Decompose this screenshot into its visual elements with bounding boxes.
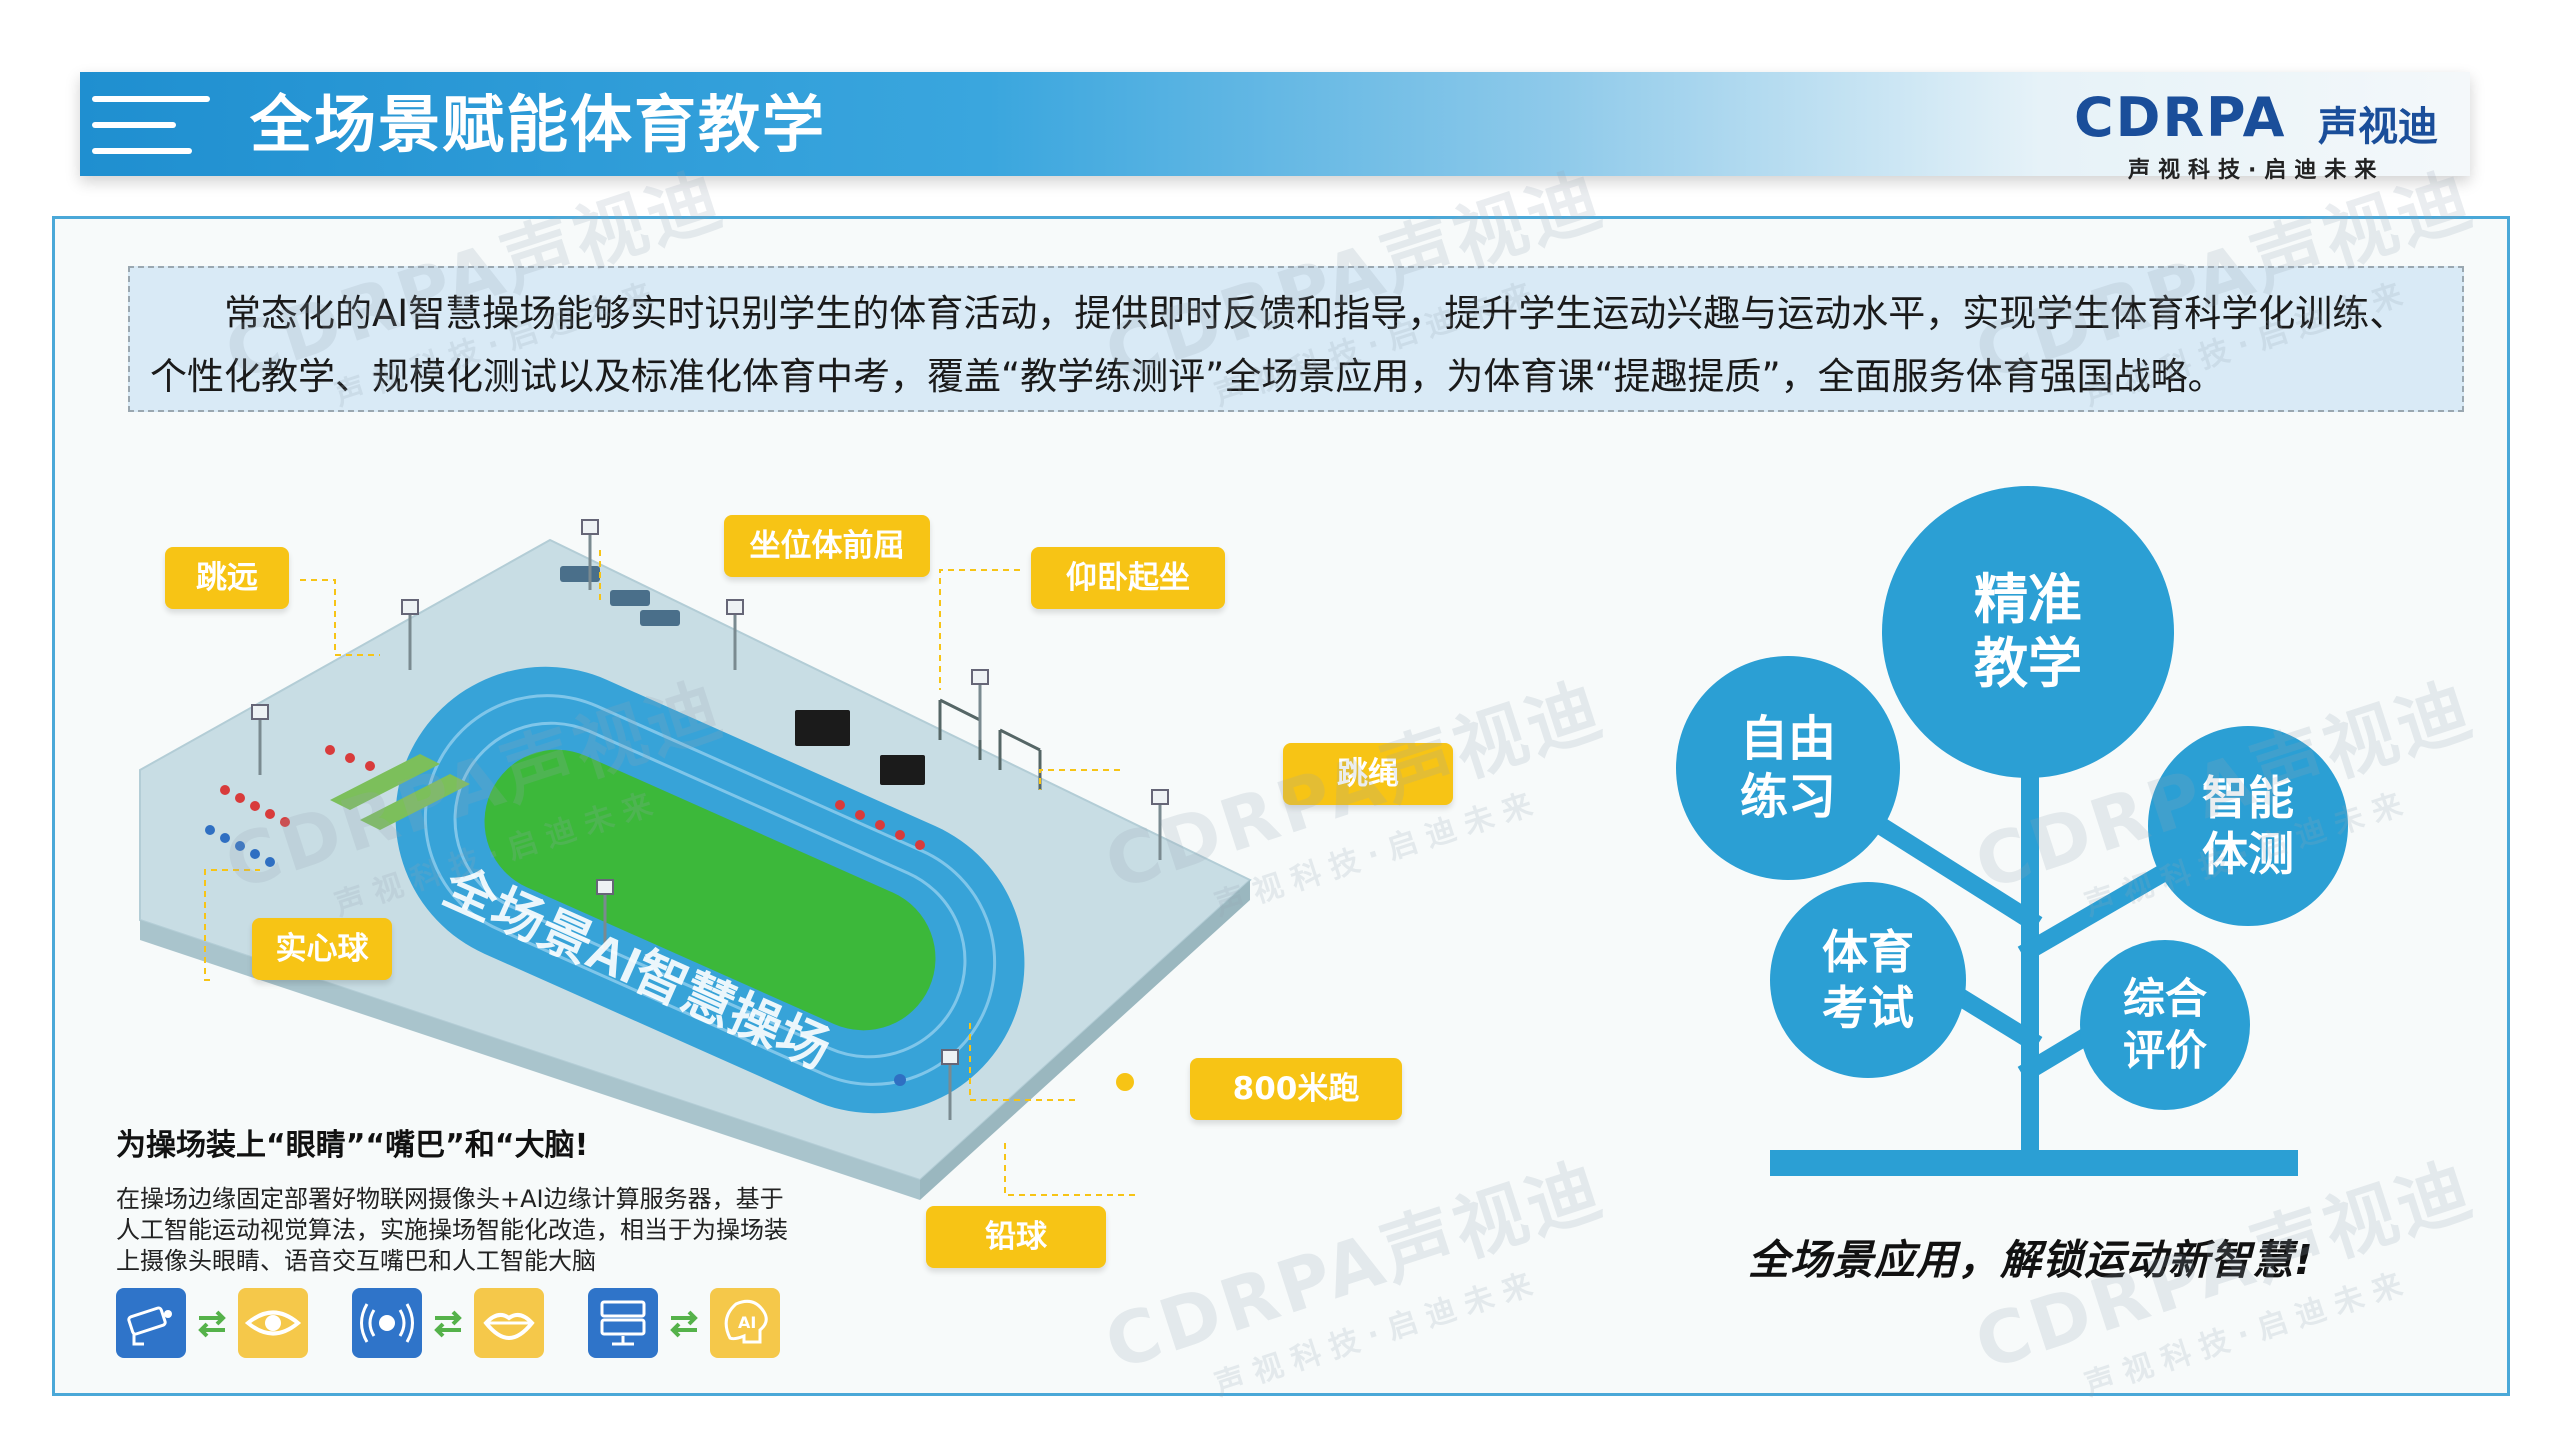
server-icon (588, 1288, 658, 1358)
callout-connectors (204, 550, 1135, 1196)
tree-ground (1770, 1150, 2298, 1176)
bubble-smart-testing: 智能体测 (2148, 726, 2348, 926)
long-jump-pits (330, 754, 470, 830)
mouth-icon (474, 1288, 544, 1358)
exchange-arrows-icon (670, 1310, 698, 1338)
smart-playground-illustration: 全场景AI智慧操场 (139, 519, 1252, 1200)
logo-chinese-name: 声视迪 (2318, 104, 2438, 150)
callout-long-jump: 跳远 (165, 547, 289, 609)
caption-title: 为操场装上“眼睛”“嘴巴”和“大脑! (116, 1128, 589, 1163)
menu-lines-icon (92, 90, 212, 160)
caption-text: 在操场边缘固定部署好物联网摄像头+AI边缘计算服务器，基于人工智能运动视觉算法，… (116, 1185, 788, 1275)
camera-poles (258, 530, 1162, 1120)
svg-text:AI: AI (738, 1313, 756, 1332)
logo-slogan: 声视科技·启迪未来 (2128, 158, 2385, 183)
company-logo: CDRPA 声视迪 声视科技·启迪未来 (2070, 82, 2450, 183)
speaker-icon (352, 1288, 422, 1358)
capability-icons: AI (116, 1288, 780, 1358)
eye-icon (238, 1288, 308, 1358)
camera-icon (116, 1288, 186, 1358)
display-screens (795, 710, 925, 785)
callout-shot-put: 铅球 (926, 1206, 1106, 1268)
callout-medicine-ball: 实心球 (252, 918, 392, 980)
bubble-comprehensive-evaluation: 综合评价 (2080, 940, 2250, 1110)
students-figures (220, 745, 925, 850)
bubble-pe-exam: 体育考试 (1770, 882, 1966, 1078)
students-figures-blue (205, 825, 906, 1086)
header-banner (80, 72, 2470, 176)
callout-800m-run: 800米跑 (1190, 1058, 1402, 1120)
football-field (484, 749, 936, 1031)
ai-brain-icon: AI (710, 1288, 780, 1358)
callout-sit-up: 仰卧起坐 (1031, 547, 1225, 609)
exchange-arrows-icon (198, 1310, 226, 1338)
bubble-precision-teaching: 精准教学 (1882, 486, 2174, 778)
exchange-arrows-icon (434, 1310, 462, 1338)
camera-heads (251, 519, 1169, 1065)
callout-sit-and-reach: 坐位体前屈 (724, 515, 930, 577)
page-title: 全场景赋能体育教学 (250, 88, 827, 161)
slogan: 全场景应用，解锁运动新智慧! (1748, 1236, 2314, 1284)
callout-rope-skipping: 跳绳 (1283, 743, 1453, 805)
bubble-free-practice: 自由练习 (1676, 656, 1900, 880)
intro-paragraph: 常态化的AI智慧操场能够实时识别学生的体育活动，提供即时反馈和指导，提升学生运动… (128, 266, 2464, 412)
logo-wordmark: CDRPA (2074, 86, 2287, 149)
